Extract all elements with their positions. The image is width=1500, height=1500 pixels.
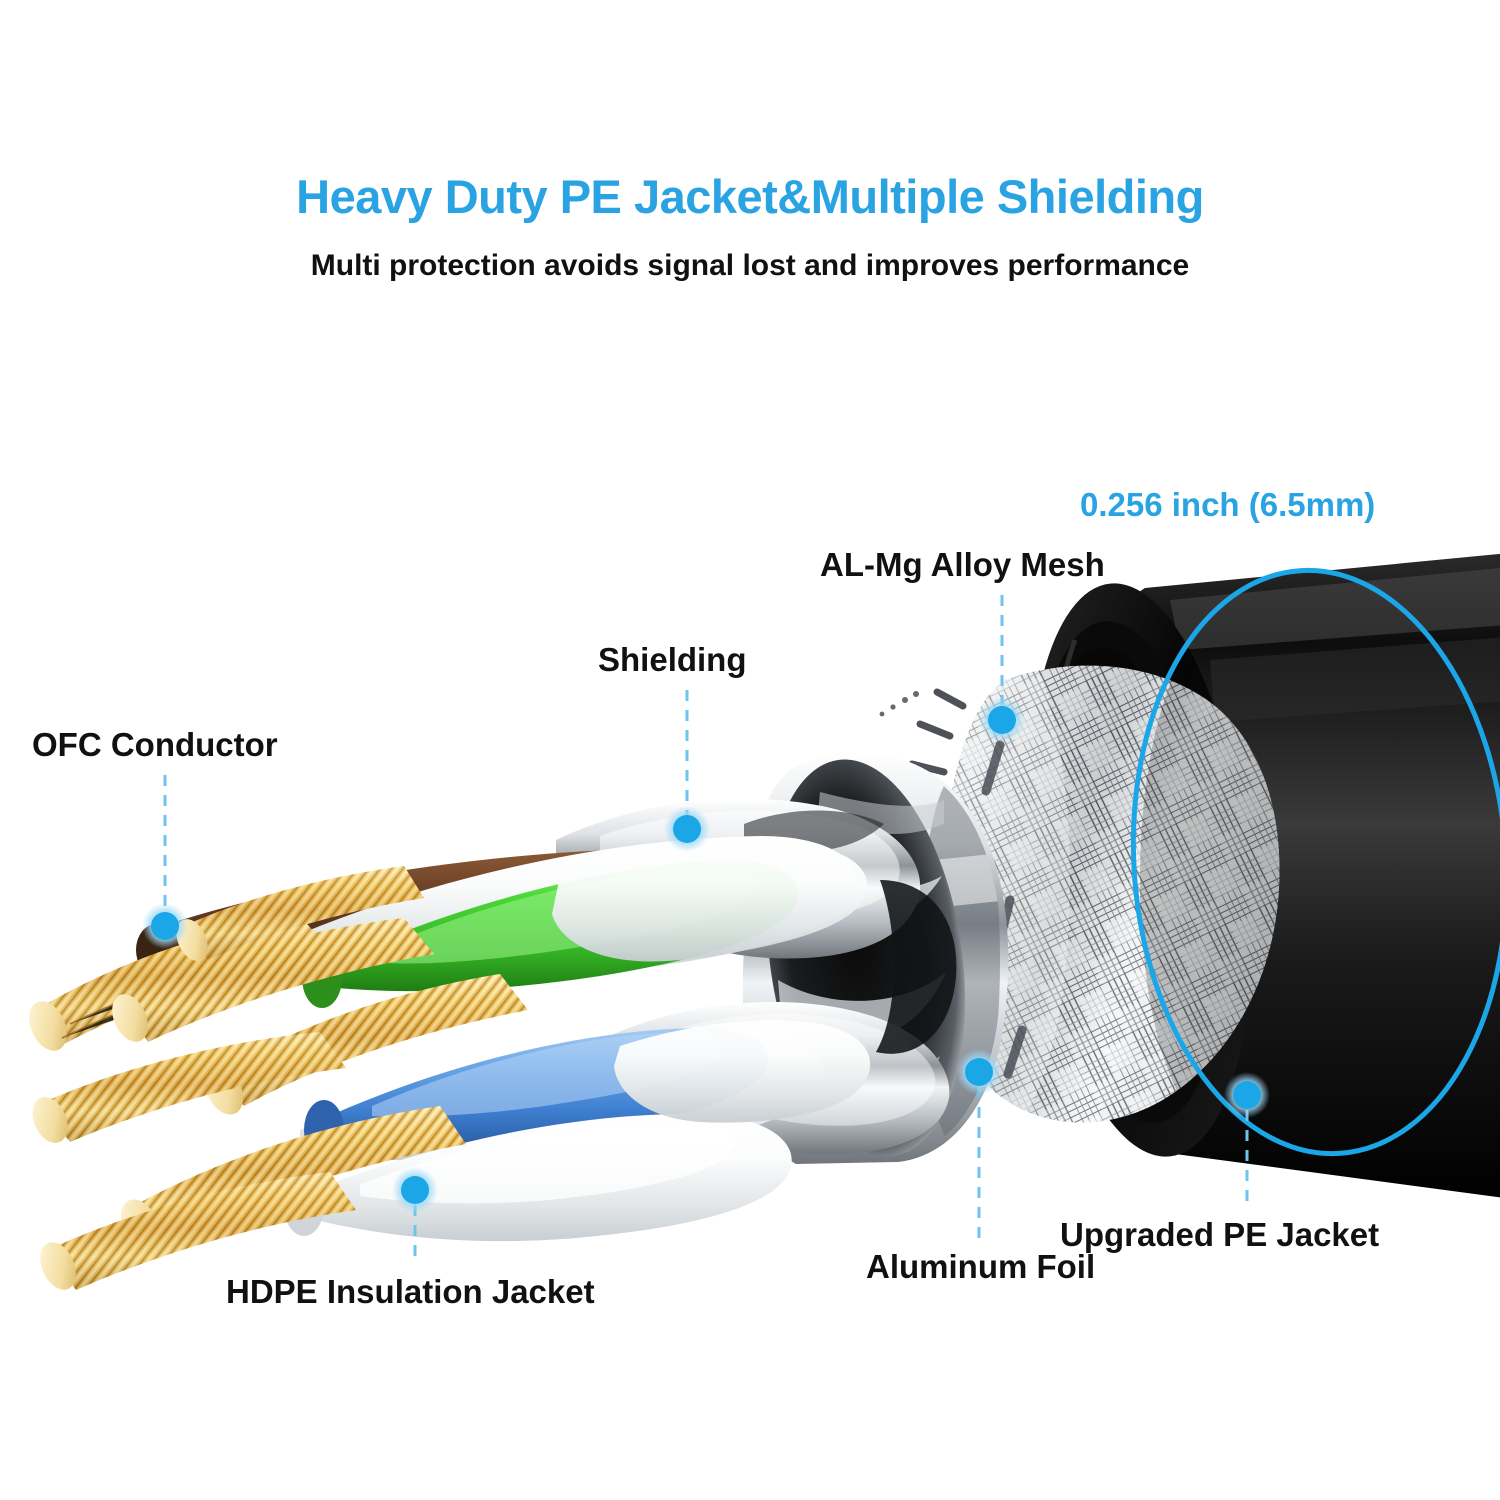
twisted-pairs-layer [136, 836, 871, 1242]
page-title: Heavy Duty PE Jacket&Multiple Shielding [296, 170, 1204, 223]
callout-label-al-mg-alloy-mesh: AL-Mg Alloy Mesh [820, 546, 1105, 583]
callout-dot-hdpe-insulation-jacket[interactable] [401, 1176, 429, 1204]
callout-dot-aluminum-foil[interactable] [965, 1058, 993, 1086]
conductor-bundle [112, 918, 434, 1042]
header: Heavy Duty PE Jacket&Multiple Shielding … [0, 0, 1500, 283]
callout-leaders [142, 595, 1270, 1262]
callout-label-ofc-conductor: OFC Conductor [32, 726, 278, 763]
callout-dot-upgraded-pe-jacket[interactable] [1233, 1081, 1261, 1109]
callout-dot-al-mg-alloy-mesh[interactable] [988, 706, 1016, 734]
callout-dot-ofc-conductor[interactable] [151, 912, 179, 940]
callout-label-diameter: 0.256 inch (6.5mm) [1080, 486, 1376, 523]
conductor-bundle [32, 1032, 346, 1143]
diameter-ellipse [1130, 567, 1500, 1157]
conductor-bundle [40, 1172, 356, 1290]
page-subtitle: Multi protection avoids signal lost and … [310, 249, 1190, 283]
callout-dot-shielding[interactable] [673, 815, 701, 843]
callout-label-upgraded-pe-jacket: Upgraded PE Jacket [1060, 1216, 1380, 1253]
callout-label-hdpe-insulation-jacket: HDPE Insulation Jacket [226, 1273, 595, 1310]
callout-label-aluminum-foil: Aluminum Foil [866, 1248, 1096, 1285]
callout-label-shielding: Shielding [598, 641, 747, 678]
